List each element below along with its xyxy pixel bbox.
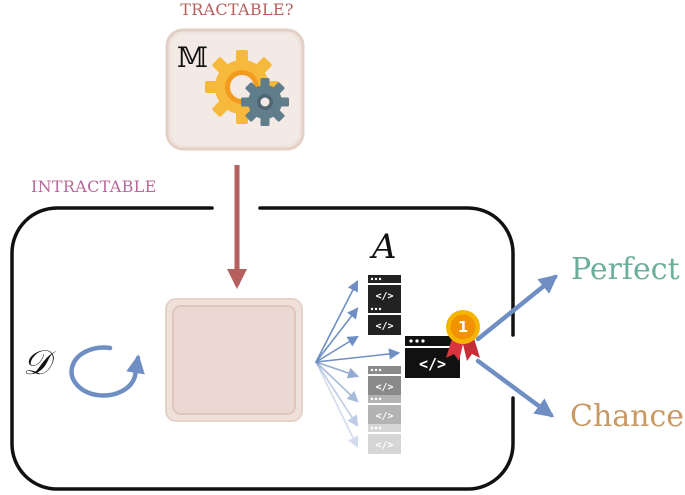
algorithm-symbol: A — [369, 227, 397, 267]
intractable-label: INTRACTABLE — [31, 177, 157, 196]
perfect-arrow — [475, 274, 558, 342]
intractable-model-box — [165, 298, 303, 422]
svg-text:</>: </> — [419, 355, 446, 373]
data-symbol: 𝒟 — [23, 343, 56, 383]
code-window-icon: </> — [368, 424, 401, 454]
perfect-label: Perfect — [571, 252, 680, 287]
gears-icon — [205, 50, 289, 126]
loop-arrow-icon — [69, 345, 145, 398]
code-window-icon: </> — [368, 366, 401, 396]
medal-icon: 1 — [446, 310, 480, 361]
svg-text:</>: </> — [375, 440, 393, 451]
code-window-icon: </> — [368, 305, 401, 335]
chance-arrow — [475, 358, 555, 418]
medal-rank: 1 — [458, 318, 468, 336]
algorithm-arrows — [315, 280, 401, 449]
svg-text:</>: </> — [375, 321, 393, 332]
code-window-icon: </> — [368, 395, 401, 425]
chance-label: Chance — [570, 399, 684, 434]
svg-text:</>: </> — [375, 291, 393, 302]
svg-text:</>: </> — [375, 411, 393, 422]
code-window-icon: </> — [368, 275, 401, 305]
algorithm-stack: </> </> </> </> </> — [368, 275, 460, 454]
svg-text:</>: </> — [375, 382, 393, 393]
model-symbol: 𝕄 — [177, 41, 208, 74]
model-card: 𝕄 — [165, 28, 305, 151]
intractable-frame — [10, 206, 515, 491]
tractable-label: TRACTABLE? — [180, 0, 294, 19]
